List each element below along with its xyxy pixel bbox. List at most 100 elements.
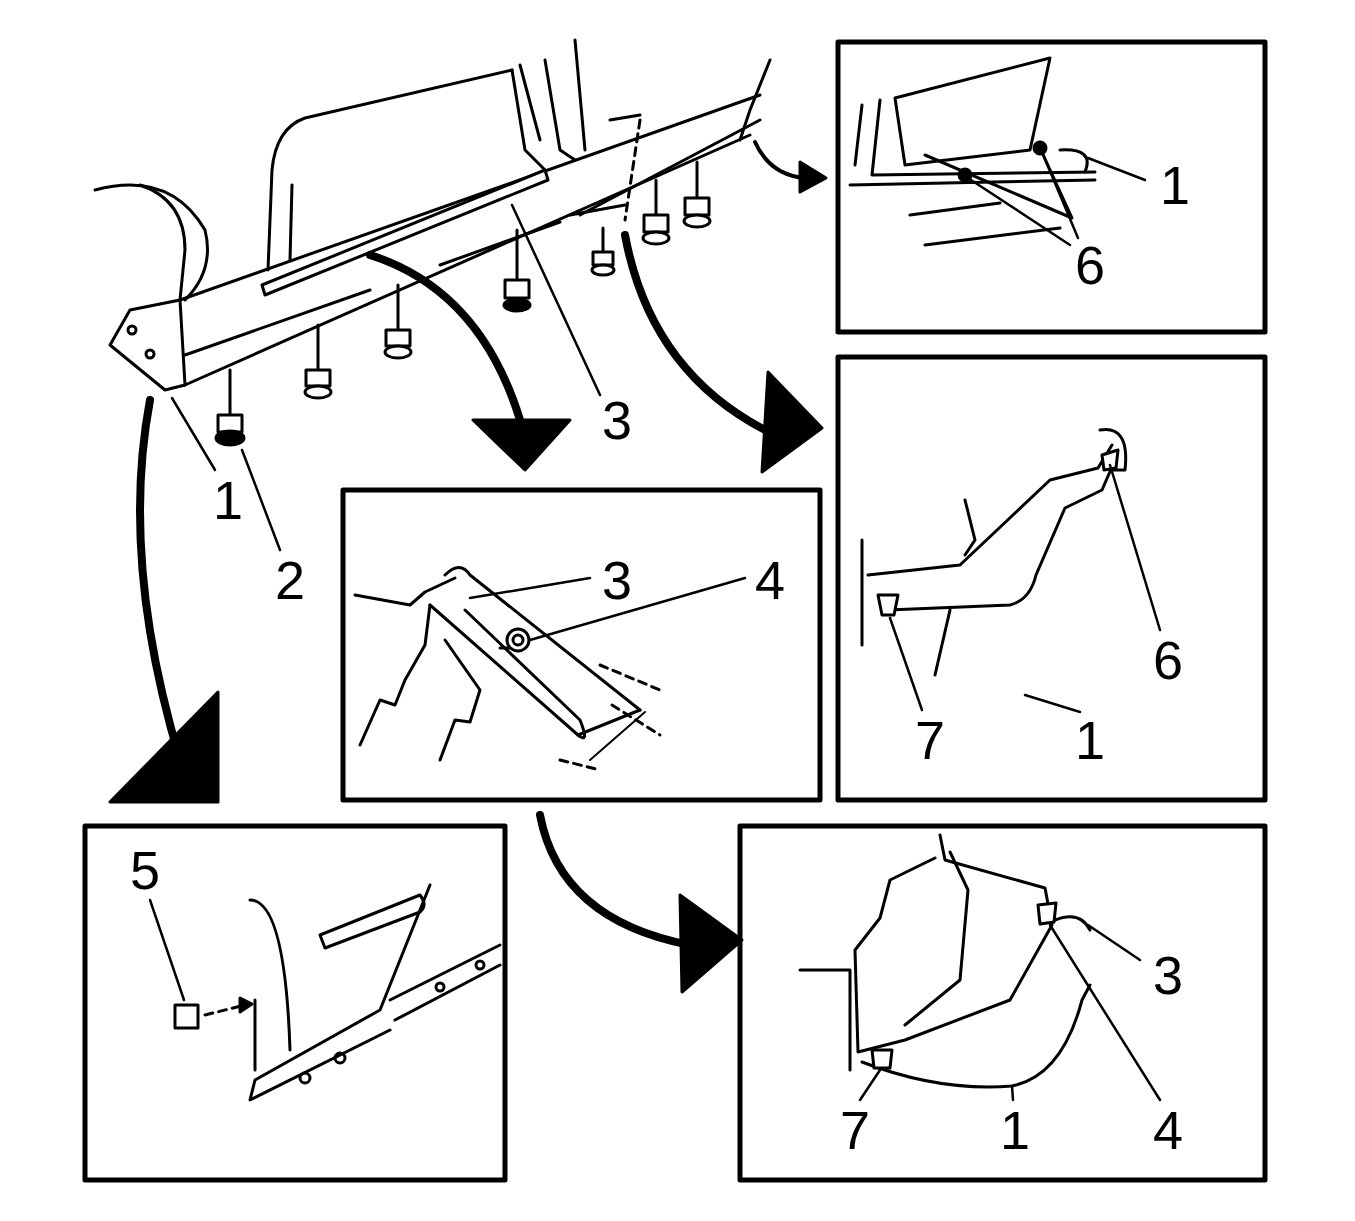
leader-line — [470, 578, 590, 598]
callout-number: 3 — [602, 393, 632, 447]
detail-panel — [965, 500, 975, 555]
body-outline — [580, 120, 760, 215]
detail-panel — [861, 540, 864, 645]
view-arrow — [762, 372, 822, 472]
bolt — [655, 180, 658, 215]
view-arrow — [140, 400, 180, 760]
callout-number: 6 — [1075, 238, 1105, 292]
leader-line — [150, 900, 184, 1000]
detail-panel — [513, 635, 523, 645]
leader-line — [150, 152, 1160, 1100]
bolt — [516, 230, 519, 280]
callout-number: 5 — [130, 843, 160, 897]
bolt — [504, 299, 530, 311]
leader-line — [1050, 925, 1160, 1100]
body-outline — [95, 185, 208, 300]
callout-number: 4 — [755, 553, 785, 607]
leader-line — [512, 205, 600, 395]
bolt — [397, 285, 400, 330]
bolt — [684, 215, 710, 227]
bolt — [602, 228, 605, 252]
body-outline — [185, 290, 370, 355]
bolt — [229, 370, 232, 415]
detail-panel — [878, 595, 898, 615]
detail-panel — [925, 148, 1072, 218]
body-outline — [262, 170, 548, 295]
callout-number: 3 — [602, 553, 632, 607]
inset-frame — [838, 42, 1265, 332]
leader-line — [1110, 465, 1160, 630]
callout-number: 7 — [840, 1103, 870, 1157]
bolt — [216, 431, 244, 445]
detail-panel — [578, 710, 640, 735]
body-outline — [128, 326, 136, 334]
detail-panel — [910, 203, 1000, 215]
leader-line — [860, 1070, 880, 1100]
detail-panel — [440, 640, 480, 760]
body-outline — [140, 185, 185, 300]
detail-panel — [175, 1005, 198, 1028]
inset-frame — [838, 357, 1265, 800]
detail-panel — [855, 105, 862, 165]
bolt — [593, 252, 613, 265]
body-outline — [740, 60, 770, 140]
detail-panel — [355, 578, 455, 605]
detail-panel — [862, 430, 1126, 676]
detail-panel — [895, 58, 1050, 165]
leader-line — [890, 618, 922, 710]
detail-panel — [905, 852, 968, 1025]
detail-panel — [862, 985, 1090, 1087]
body-outline — [520, 65, 540, 140]
detail-panel — [430, 605, 585, 738]
detail-panel — [436, 983, 444, 991]
detail-panel — [240, 998, 252, 1012]
callout-number: 1 — [1160, 158, 1190, 212]
detail-panel — [850, 58, 1095, 245]
leader-line — [172, 398, 215, 470]
callout-number: 2 — [275, 553, 305, 607]
callout-number: 1 — [1000, 1103, 1030, 1157]
leader-line — [968, 178, 1070, 245]
callout-number: 4 — [1153, 1103, 1183, 1157]
detail-panel — [872, 1050, 892, 1068]
detail-panel — [254, 1000, 257, 1070]
view-arrow — [540, 815, 690, 945]
body-outline — [440, 222, 560, 265]
detail-panel — [1100, 430, 1126, 471]
detail-panel — [600, 665, 660, 690]
detail-panel — [888, 460, 1115, 610]
view-arrow — [800, 162, 826, 192]
detail-panel — [800, 835, 1090, 1087]
bolt — [592, 265, 614, 275]
bolt — [644, 215, 668, 232]
body-outline — [290, 185, 292, 260]
detail-panel — [476, 961, 484, 969]
bolt — [216, 162, 710, 445]
leader-line — [530, 578, 745, 640]
leader-line — [1088, 925, 1140, 960]
body-outline — [570, 205, 625, 215]
detail-panel — [360, 605, 430, 745]
view-arrow — [625, 235, 765, 430]
bolt — [218, 415, 242, 432]
view-arrow — [110, 142, 826, 992]
callout-number: 3 — [1153, 948, 1183, 1002]
callout-number: 1 — [1075, 713, 1105, 767]
leader-line — [1025, 695, 1080, 712]
view-arrow — [755, 142, 805, 178]
detail-panel — [1038, 903, 1056, 924]
drawing — [85, 40, 1265, 1180]
detail-panel — [560, 760, 600, 770]
body-outline — [512, 70, 545, 170]
callout-number: 1 — [213, 473, 243, 527]
leader-line — [1012, 1086, 1013, 1100]
detail-panel — [175, 885, 500, 1100]
body-outline — [625, 120, 640, 220]
callout-number: 7 — [915, 713, 945, 767]
detail-panel — [1060, 150, 1087, 172]
inset-frame — [740, 826, 1265, 1180]
leader-line — [242, 450, 280, 550]
detail-panel — [300, 1073, 310, 1083]
body-outline — [545, 60, 575, 160]
